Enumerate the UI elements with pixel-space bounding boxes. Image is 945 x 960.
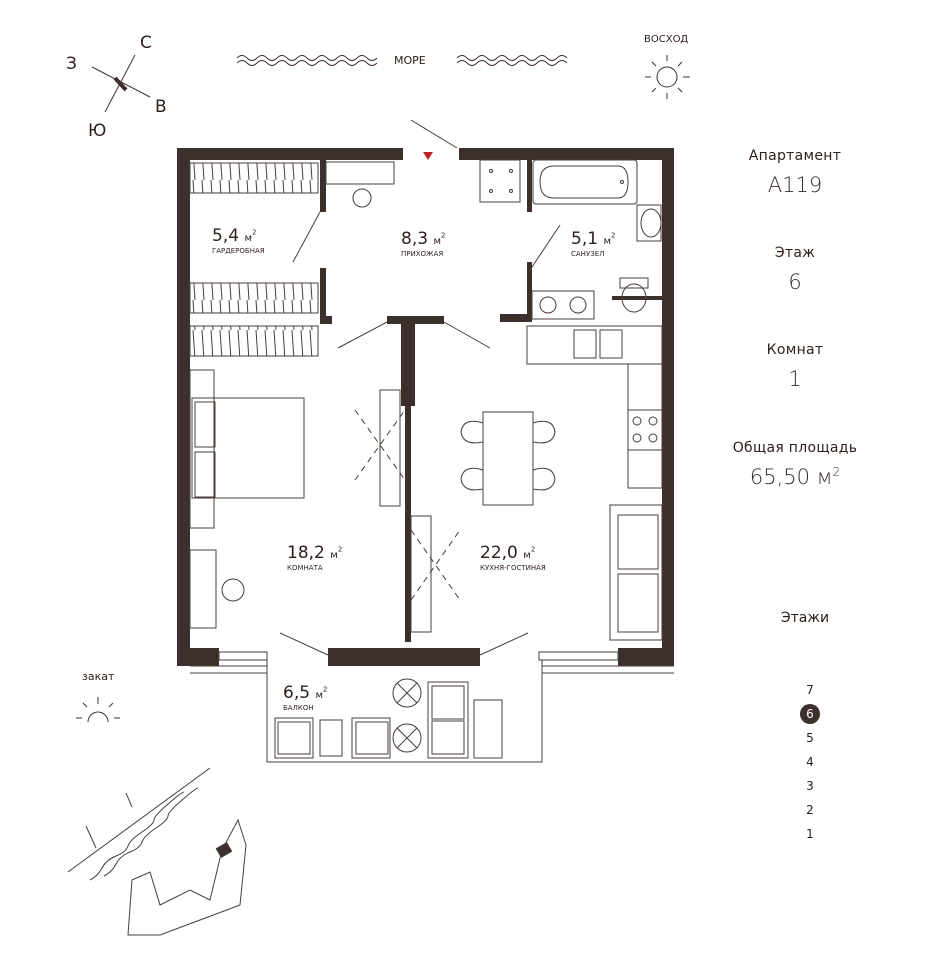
floor-5-button[interactable]: 5 xyxy=(806,731,814,745)
area-info: Общая площадь 65,50 м2 xyxy=(700,440,890,489)
room-living-name: КУХНЯ-ГОСТИНАЯ xyxy=(480,564,546,572)
room-bedroom-name: КОМНАТА xyxy=(287,564,323,572)
floor-info: Этаж 6 xyxy=(700,245,890,294)
hall-fixtures xyxy=(325,152,433,208)
balcony-furniture xyxy=(274,678,503,759)
area-label: Общая площадь xyxy=(732,440,858,456)
room-balcony-sup: 2 xyxy=(323,685,328,694)
sea-label: МОРЕ xyxy=(394,54,426,67)
compass-west: З xyxy=(66,54,77,74)
sunrise-icon: ВОСХОД xyxy=(644,34,690,99)
room-bedroom-unit: м xyxy=(330,550,338,561)
floor-4-button[interactable]: 4 xyxy=(806,755,814,769)
floor-6-button[interactable]: 6 xyxy=(800,704,820,724)
bedroom-fixtures xyxy=(189,369,406,629)
room-balcony: 6,5 м2 БАЛКОН xyxy=(283,683,327,712)
room-hall-name: ПРИХОЖАЯ xyxy=(401,250,444,258)
floor-2-button[interactable]: 2 xyxy=(806,803,814,817)
entrance-marker xyxy=(423,152,433,160)
room-bedroom: 18,2 м2 КОМНАТА xyxy=(287,543,342,572)
room-wardrobe-sup: 2 xyxy=(252,228,257,237)
room-wardrobe-name: ГАРДЕРОБНАЯ xyxy=(212,247,265,255)
room-living-unit: м xyxy=(523,550,531,561)
rooms-info: Комнат 1 xyxy=(700,342,890,391)
room-bedroom-sup: 2 xyxy=(337,545,343,554)
sunset-icon: закат xyxy=(76,670,120,723)
room-wardrobe-unit: м xyxy=(244,233,252,244)
sofa xyxy=(609,504,663,641)
floors-title: Этажи xyxy=(780,610,830,626)
room-balcony-area: 6,5 xyxy=(283,683,311,703)
area-sup: 2 xyxy=(832,465,841,479)
walls xyxy=(177,148,674,666)
room-bath-unit: м xyxy=(603,236,611,247)
rooms-value: 1 xyxy=(788,367,802,391)
floor-selector: 7 6 5 4 3 2 1 xyxy=(790,680,830,848)
sunrise-label: ВОСХОД xyxy=(644,34,688,45)
room-bath-sup: 2 xyxy=(611,231,616,240)
room-hall-unit: м xyxy=(433,236,441,247)
interior-lines xyxy=(190,119,674,763)
room-bath: 5,1 м2 САНУЗЕЛ xyxy=(571,229,615,258)
room-hall-area: 8,3 xyxy=(401,229,429,249)
room-living-area: 22,0 xyxy=(480,543,518,563)
bathroom-fixtures xyxy=(479,159,662,320)
sunset-label: закат xyxy=(82,670,115,683)
floor-value: 6 xyxy=(788,270,802,294)
floor-7-button[interactable]: 7 xyxy=(806,683,814,697)
room-living: 22,0 м2 КУХНЯ-ГОСТИНАЯ xyxy=(480,543,546,572)
wardrobe-rails xyxy=(189,162,319,357)
room-bath-name: САНУЗЕЛ xyxy=(571,250,605,258)
room-hall-sup: 2 xyxy=(441,231,446,240)
floor-3-button[interactable]: 3 xyxy=(806,779,814,793)
room-balcony-name: БАЛКОН xyxy=(283,704,314,712)
kitchen-fixtures xyxy=(526,325,663,489)
dining-set xyxy=(460,411,556,506)
apartment-info: Апартамент А119 xyxy=(700,148,890,197)
room-bath-area: 5,1 xyxy=(571,229,599,249)
room-bedroom-area: 18,2 xyxy=(287,543,325,563)
living-cabinet xyxy=(410,515,461,633)
compass-north: С xyxy=(140,33,152,53)
room-wardrobe-area: 5,4 xyxy=(212,226,240,246)
rooms-label: Комнат xyxy=(766,342,824,358)
compass-east: В xyxy=(155,97,167,117)
floor-label: Этаж xyxy=(774,245,816,261)
area-value: 65,50 м xyxy=(749,465,833,489)
sea-indicator: МОРЕ xyxy=(236,54,568,67)
room-wardrobe: 5,4 м2 ГАРДЕРОБНАЯ xyxy=(212,226,265,255)
room-hall: 8,3 м2 ПРИХОЖАЯ xyxy=(401,229,445,258)
site-map xyxy=(67,767,247,936)
floor-1-button[interactable]: 1 xyxy=(806,827,814,841)
compass: С З В Ю xyxy=(66,33,167,141)
room-balcony-unit: м xyxy=(315,690,323,701)
apartment-value: А119 xyxy=(767,173,823,197)
compass-south: Ю xyxy=(88,121,106,141)
apartment-label: Апартамент xyxy=(748,148,842,164)
room-living-sup: 2 xyxy=(530,545,536,554)
